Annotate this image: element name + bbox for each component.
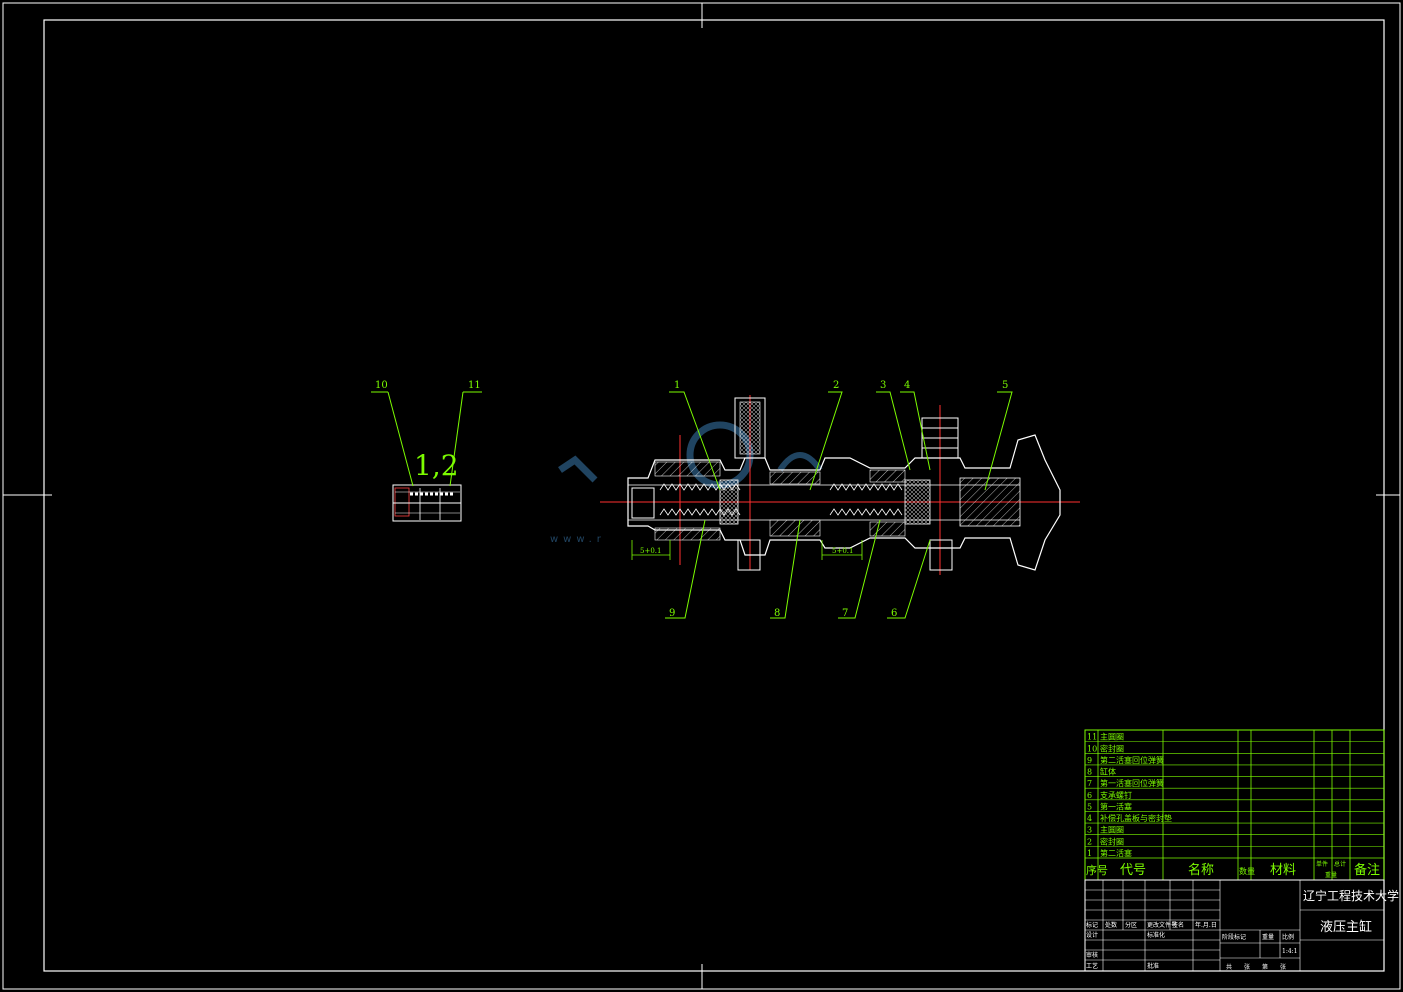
bom-row-no: 10 [1087,744,1097,753]
bom-row-name: 补偿孔盖板与密封垫 [1100,813,1172,823]
label-approve: 批准 [1147,962,1159,970]
bom-header-unit: 单件 [1316,860,1328,868]
label-count: 处数 [1105,921,1117,929]
bom-header-total: 总计 [1334,860,1346,868]
bom-row-no: 2 [1087,837,1092,846]
callout-8: 8 [774,608,780,619]
callout-1: 1 [674,380,680,391]
bom-header-material: 材料 [1270,863,1296,878]
bom-row-no: 4 [1087,814,1092,823]
callout-4: 4 [904,380,910,391]
drawing-name: 液压主缸 [1320,919,1372,935]
label-ratio: 比例 [1282,933,1294,941]
bom-row-name: 第二活塞回位弹簧 [1100,755,1164,765]
callout-10: 10 [375,380,388,391]
callout-9: 9 [669,608,675,619]
main-assembly: 5+0.1 5+0.1 1 2 3 4 5 9 8 7 6 [600,380,1080,619]
dim-mid: 5+0.1 [832,547,853,555]
label-zone: 分区 [1125,921,1137,929]
bom-row-name: 支承螺钉 [1100,790,1132,800]
watermark-url: www.r [550,534,606,545]
callout-2: 2 [833,380,839,391]
label-stage: 阶段标记 [1222,933,1246,941]
label-doc: 更改文件号 [1147,921,1177,929]
inner-frame [43,19,1385,972]
bom-row-no: 5 [1087,802,1092,811]
bom-header-seq: 序号 [1086,863,1108,877]
label-sign: 签名 [1172,921,1184,929]
bom-row-no: 6 [1087,791,1092,800]
bom-row-no: 7 [1087,779,1092,788]
bom-row-no: 8 [1087,768,1092,777]
title-block: 辽宁工程技术大学 液压主缸 标记 处数 分区 更改文件号 签名 年.月.日 设计… [1084,879,1399,972]
bom-header-remark: 备注 [1354,862,1380,878]
bom-row-no: 1 [1087,849,1092,858]
bom-row-name: 第二活塞 [1100,848,1132,858]
detail-view: 1,2 10 11 [371,380,482,522]
label-process: 工艺 [1086,962,1098,970]
label-sheets-total: 共 [1226,963,1232,971]
label-sheet-word-2: 张 [1280,963,1286,971]
label-standard: 标准化 [1147,931,1165,939]
label-design: 设计 [1086,931,1098,939]
callout-3: 3 [880,380,886,391]
label-mark: 标记 [1086,921,1098,929]
label-date: 年.月.日 [1195,921,1217,929]
bom-row-name: 密封圈 [1100,836,1124,846]
bom-row-name: 第一活塞回位弹簧 [1100,778,1164,788]
callout-7: 7 [842,608,848,619]
detail-label: 1,2 [414,449,459,482]
bom-row-name: 缸体 [1100,767,1116,777]
label-review: 审核 [1086,951,1098,959]
callout-5: 5 [1002,380,1008,391]
bom-row-name: 第一活塞 [1100,801,1132,811]
label-weight: 重量 [1262,933,1274,941]
bom-row-name: 密封圈 [1100,743,1124,753]
callout-6: 6 [891,608,897,619]
bom-header-code: 代号 [1120,863,1146,878]
bom-row-name: 主圆圈 [1100,825,1124,835]
bom-row-no: 9 [1087,756,1092,765]
callout-11: 11 [468,380,481,391]
dim-left: 5+0.1 [640,547,661,555]
bom-header-weight: 重量 [1325,871,1337,879]
scale-value: 1:4:1 [1282,948,1298,955]
centering-marks [3,3,1400,989]
bom-header-qty: 数量 [1239,866,1255,876]
label-sheet-word-1: 张 [1244,963,1250,971]
school-name: 辽宁工程技术大学 [1303,888,1399,903]
label-sheet-no: 第 [1262,963,1268,971]
bom-row-name: 主圆圈 [1100,732,1124,742]
bom-row-no: 11 [1087,733,1097,742]
bom-row-no: 3 [1087,826,1092,835]
bom-header-name: 名称 [1188,862,1214,878]
